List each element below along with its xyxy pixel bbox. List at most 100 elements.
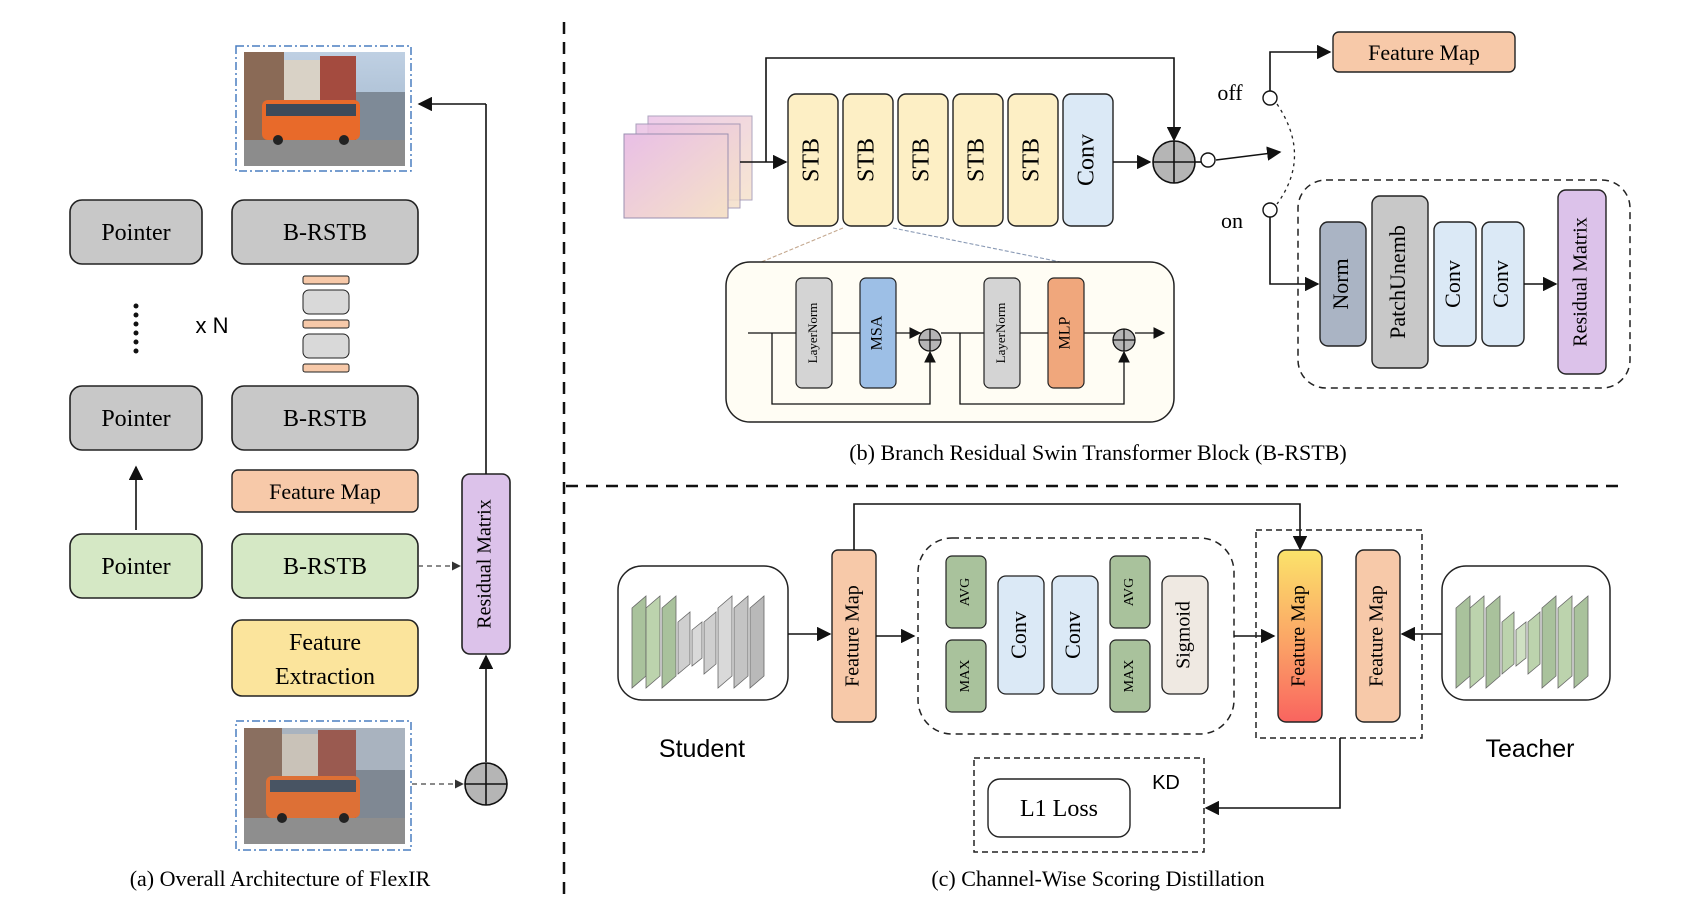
skip-connection-c xyxy=(853,503,1308,551)
stb-detail-skip-2 xyxy=(959,333,1130,405)
brstb-box-middle xyxy=(231,385,419,451)
switch-contact-off xyxy=(1262,90,1278,106)
conv-label: Conv xyxy=(1074,134,1100,186)
ellipsis-dots xyxy=(133,303,139,354)
msa-block xyxy=(859,277,897,389)
patch-unemb-label: PatchUnemb xyxy=(1385,225,1410,339)
caption-b: (b) Branch Residual Swin Transformer Blo… xyxy=(849,440,1346,465)
max-label: MAX xyxy=(958,660,973,693)
output-image xyxy=(235,45,412,172)
pointer-label: Pointer xyxy=(101,406,170,432)
layernorm-label: LayerNorm xyxy=(993,303,1008,364)
teacher-network xyxy=(1441,565,1611,701)
max-pool-block-2 xyxy=(1109,639,1151,713)
caption-a: (a) Overall Architecture of FlexIR xyxy=(130,866,431,891)
stb-block-2 xyxy=(842,93,894,227)
kd-label: KD xyxy=(1152,772,1180,794)
stb-detail-box xyxy=(725,261,1175,423)
l1-loss-box xyxy=(987,778,1131,838)
brstb-label: B-RSTB xyxy=(283,406,367,432)
pointer-box-middle xyxy=(69,385,203,451)
brstb-box-top xyxy=(231,199,419,265)
max-pool-block-1 xyxy=(945,639,987,713)
on-branch-region xyxy=(1297,179,1631,389)
avg-label: AVG xyxy=(1122,578,1137,607)
conv-label: Conv xyxy=(1006,611,1031,659)
norm-label: Norm xyxy=(1328,258,1353,309)
msa-label: MSA xyxy=(869,315,886,350)
stb-block-4 xyxy=(952,93,1004,227)
panel-b: STB STB STB STB STB Conv off on Feature … xyxy=(623,31,1631,465)
sum-node-detail-1 xyxy=(918,328,942,352)
conv-block-b1 xyxy=(1433,221,1477,347)
input-image xyxy=(235,720,412,851)
sigmoid-label: Sigmoid xyxy=(1173,601,1195,669)
feature-map-box-b xyxy=(1332,31,1516,73)
caption-c: (c) Channel-Wise Scoring Distillation xyxy=(931,866,1264,891)
mlp-label: MLP xyxy=(1057,316,1074,349)
conv-label: Conv xyxy=(1440,260,1465,308)
stb-block-1 xyxy=(787,93,839,227)
feature-map-label-c: Feature Map xyxy=(842,585,864,687)
arrow-distill-to-loss xyxy=(1204,738,1341,816)
switch-on-label: on xyxy=(1221,208,1243,233)
brstb-label: B-RSTB xyxy=(283,554,367,580)
residual-matrix-box-b xyxy=(1557,189,1607,375)
feature-map-label-b: Feature Map xyxy=(1368,40,1480,65)
feature-extraction-box xyxy=(231,619,419,697)
teacher-label: Teacher xyxy=(1486,735,1575,763)
stb-label: STB xyxy=(1019,138,1045,182)
avg-label: AVG xyxy=(958,578,973,607)
conv-block-b xyxy=(1062,93,1114,227)
teacher-feature-map xyxy=(1355,549,1401,723)
layernorm-block-1 xyxy=(795,277,833,389)
stb-label: STB xyxy=(964,138,990,182)
switch-contact-on xyxy=(1262,202,1278,218)
switch-off-label: off xyxy=(1217,80,1243,105)
stb-label: STB xyxy=(854,138,880,182)
feature-extraction-label-line2: Extraction xyxy=(275,664,375,690)
conv-label: Conv xyxy=(1488,260,1513,308)
sigmoid-block xyxy=(1161,575,1209,695)
mini-layer-stack xyxy=(302,275,350,373)
student-network xyxy=(617,565,789,701)
pointer-box-bottom xyxy=(69,533,203,599)
avg-pool-block-1 xyxy=(945,555,987,629)
stb-label: STB xyxy=(799,138,825,182)
switch-arc xyxy=(1276,103,1296,205)
stb-detail-skip-1 xyxy=(771,333,936,405)
panel-c: Student Feature Map AVG MAX Conv Conv AV… xyxy=(617,503,1611,891)
sum-node-detail-2 xyxy=(1112,328,1136,352)
pointer-box-top xyxy=(69,199,203,265)
feature-map-box xyxy=(231,469,419,513)
stb-block-5 xyxy=(1007,93,1059,227)
repeat-count-label: x N xyxy=(196,313,229,338)
max-label: MAX xyxy=(1122,660,1137,693)
brstb-label: B-RSTB xyxy=(283,220,367,246)
layernorm-label: LayerNorm xyxy=(805,303,820,364)
pointer-label: Pointer xyxy=(101,554,170,580)
switch-contact-input xyxy=(1200,152,1216,168)
mlp-block xyxy=(1047,277,1085,389)
pointer-label: Pointer xyxy=(101,220,170,246)
stb-block-3 xyxy=(897,93,949,227)
feature-extraction-label-line1: Feature xyxy=(289,630,361,656)
arrow-off-to-feature-map xyxy=(1269,44,1332,91)
arrow-on-to-norm xyxy=(1269,217,1320,292)
feature-map-label-c: Feature Map xyxy=(1366,585,1388,687)
kd-region xyxy=(973,757,1205,853)
switch-lever xyxy=(1215,146,1282,161)
weighted-feature-map xyxy=(1277,549,1323,723)
avg-pool-block-2 xyxy=(1109,555,1151,629)
norm-block xyxy=(1319,221,1367,347)
conv-label: Conv xyxy=(1060,611,1085,659)
conv-block-c1 xyxy=(997,575,1045,695)
sum-node-b xyxy=(1152,140,1196,184)
feature-map-label-c: Feature Map xyxy=(1288,585,1310,687)
sum-node-a xyxy=(464,762,508,806)
layernorm-block-2 xyxy=(983,277,1021,389)
feature-map-label: Feature Map xyxy=(269,479,381,504)
residual-matrix-label: Residual Matrix xyxy=(474,499,496,628)
stb-label: STB xyxy=(909,138,935,182)
